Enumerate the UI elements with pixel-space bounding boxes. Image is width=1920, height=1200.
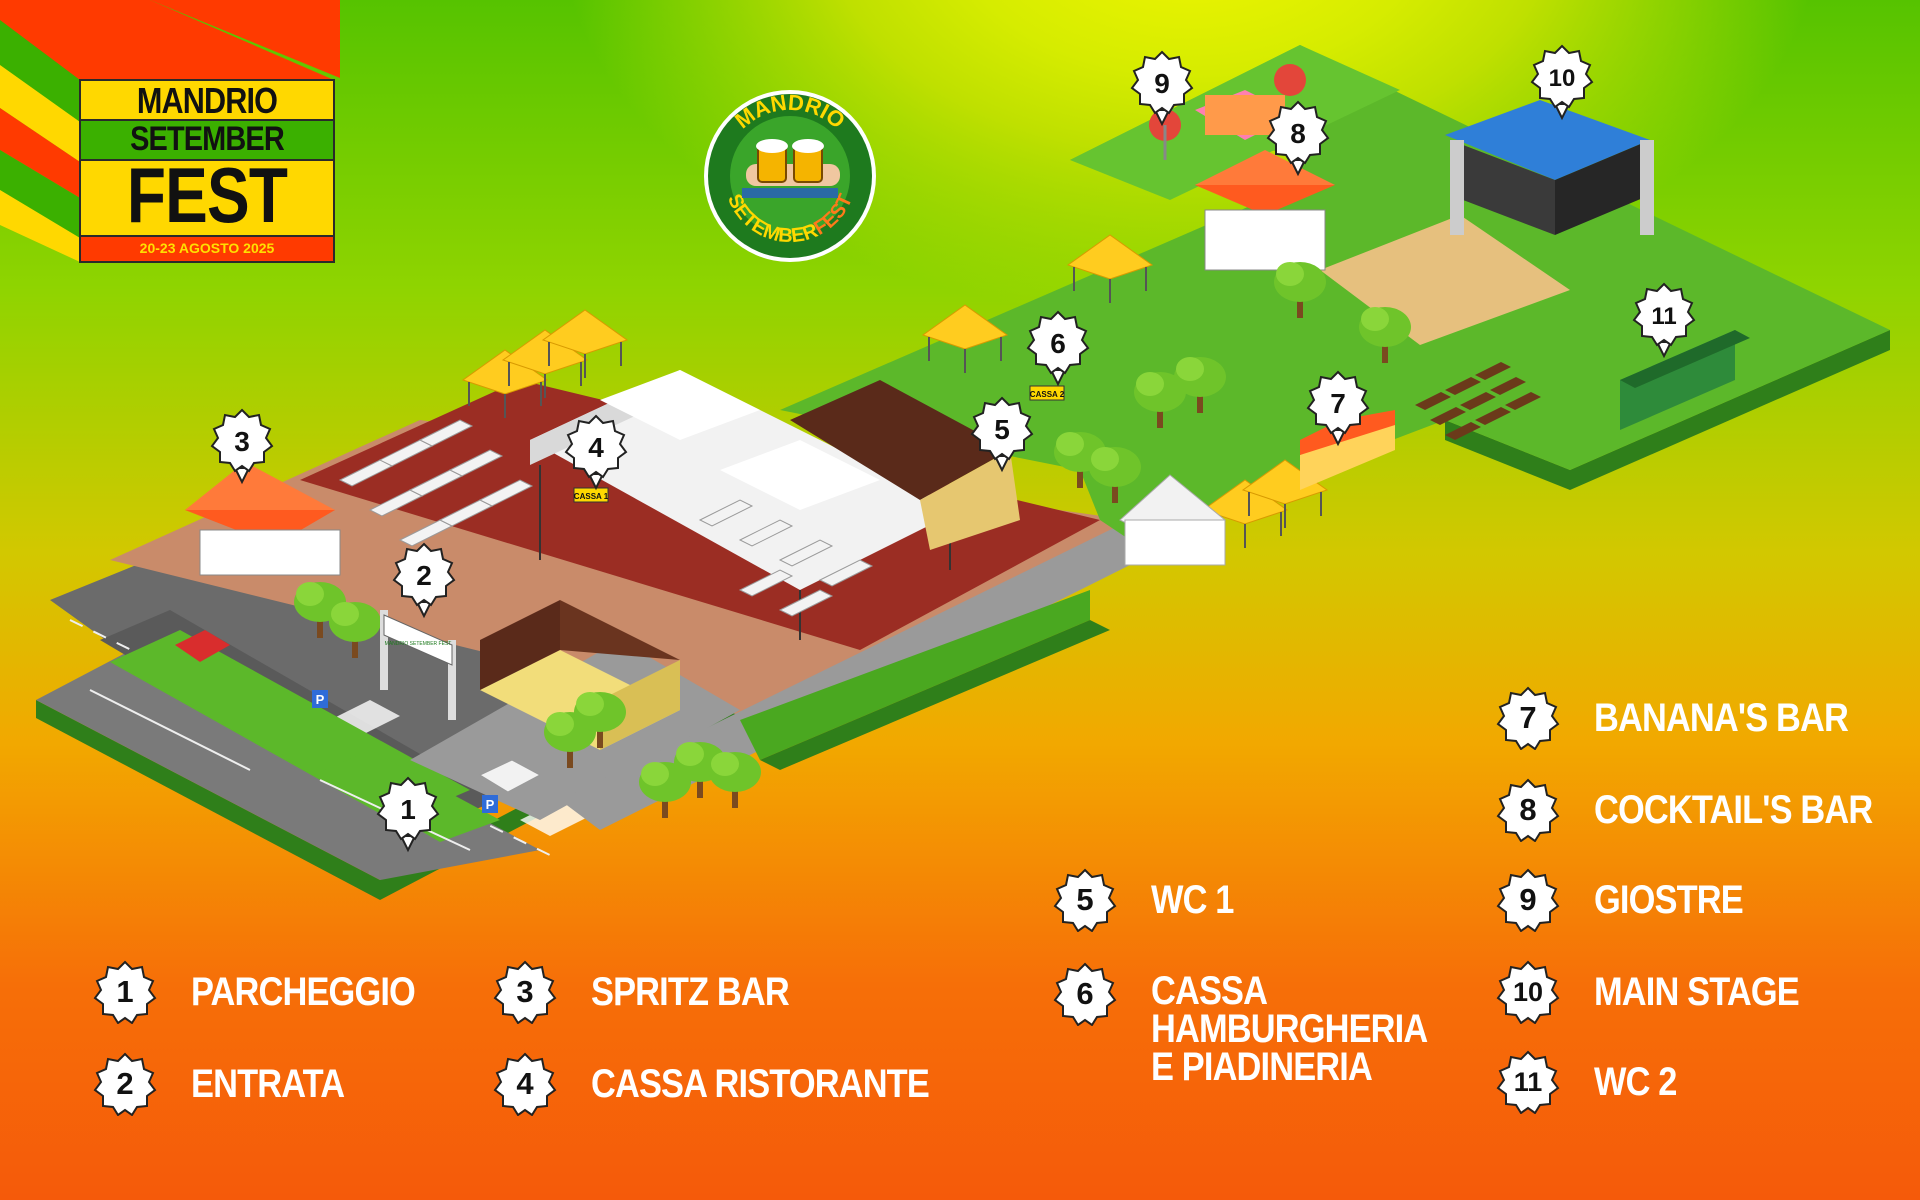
legend-label-cocktails-bar: COCKTAIL'S BAR [1594,788,1873,832]
svg-text:2: 2 [416,560,432,591]
map-marker-1: 1 [377,777,439,853]
map-marker-5: 5 [971,397,1033,473]
svg-text:7: 7 [1330,388,1346,419]
cassa-signs: CASSA 1 CASSA 2 [573,385,1065,503]
legend-item-6: 6 CASSA HAMBURGHERIA E PIADINERIA [1053,962,1472,1089]
logo-title-line1: MANDRIO [136,80,278,121]
map-marker-2: 2 [393,543,455,619]
legend-item-1: 1 PARCHEGGIO [93,960,451,1024]
legend-item-11: 11 WC 2 [1496,1050,1690,1114]
legend-item-9: 9 GIOSTRE [1496,868,1767,932]
svg-text:MANDRIO SETEMBER FEST: MANDRIO SETEMBER FEST [385,641,452,647]
parking-signs: P P [312,690,498,813]
legend-label-giostre: GIOSTRE [1594,878,1744,922]
map-marker-4: 4 [565,415,627,491]
festival-emblem: MANDRIO SETEMBERFEST [704,90,876,262]
svg-text:10: 10 [1549,65,1576,92]
map-markers: 1 2 3 4 5 6 7 [211,45,1695,853]
legend-item-5: 5 WC 1 [1053,868,1247,932]
legend-item-4: 4 CASSA RISTORANTE [493,1052,984,1116]
svg-text:11: 11 [1651,303,1676,330]
legend-label-main-stage: MAIN STAGE [1594,970,1800,1014]
festival-logo: MANDRIO SETEMBER FEST 20-23 AGOSTO 2025 [0,0,340,270]
logo-title-line3: FEST [126,151,288,239]
legend-label-cassa-ristorante: CASSA RISTORANTE [591,1062,930,1106]
legend-label-cassa-hamburgheria: CASSA HAMBURGHERIA E PIADINERIA [1151,969,1428,1089]
main-stage [1445,100,1654,235]
restaurant-tent [530,370,960,640]
legend-item-10: 10 MAIN STAGE [1496,960,1832,1024]
svg-text:5: 5 [994,414,1010,445]
svg-text:P: P [486,797,495,812]
beer-mugs-toast-icon [742,139,840,198]
map-marker-3: 3 [211,409,273,485]
entrance-gate: MANDRIO SETEMBER FEST [380,610,456,720]
legend-label-entrata: ENTRATA [191,1062,345,1106]
map-marker-9: 9 [1131,51,1193,127]
logo-dates: 20-23 AGOSTO 2025 [139,240,275,256]
legend-label-parcheggio: PARCHEGGIO [191,970,416,1014]
svg-text:1: 1 [400,794,416,825]
svg-text:9: 9 [1154,68,1170,99]
map-marker-10: 10 [1531,45,1593,121]
rides-area [1149,64,1306,160]
svg-text:6: 6 [1050,328,1066,359]
logo-stripes [0,0,340,263]
map-marker-7: 7 [1307,371,1369,447]
legend-item-7: 7 BANANA'S BAR [1496,686,1889,750]
legend-label-wc2: WC 2 [1594,1060,1677,1104]
svg-text:P: P [316,692,325,707]
legend-item-3: 3 SPRITZ BAR [493,960,821,1024]
hedge [740,590,1090,760]
legend-label-spritz-bar: SPRITZ BAR [591,970,790,1014]
svg-text:4: 4 [588,432,604,463]
legend-label-bananas-bar: BANANA'S BAR [1594,696,1849,740]
cars [175,630,542,793]
white-gazebo [1119,474,1226,566]
svg-text:CASSA 2: CASSA 2 [1030,390,1065,399]
logo-title-line2: SETEMBER [130,120,285,158]
bananas-bar-stand [1300,410,1395,490]
legend-item-2: 2 ENTRATA [93,1052,369,1116]
dark-building [790,380,1020,550]
spritz-bar-gazebo [185,462,341,576]
svg-text:CASSA 1: CASSA 1 [574,492,609,501]
legend-item-8: 8 COCKTAIL'S BAR [1496,778,1918,842]
grass-field [780,45,1890,540]
wc2-cabins [1620,330,1750,430]
svg-text:3: 3 [234,426,250,457]
map-marker-8: 8 [1267,101,1329,177]
cocktails-bar-gazebo [1195,150,1335,271]
map-marker-6: 6 [1027,311,1089,387]
map-marker-11: 11 [1633,283,1695,359]
svg-text:8: 8 [1290,118,1306,149]
legend-label-wc1: WC 1 [1151,878,1234,922]
